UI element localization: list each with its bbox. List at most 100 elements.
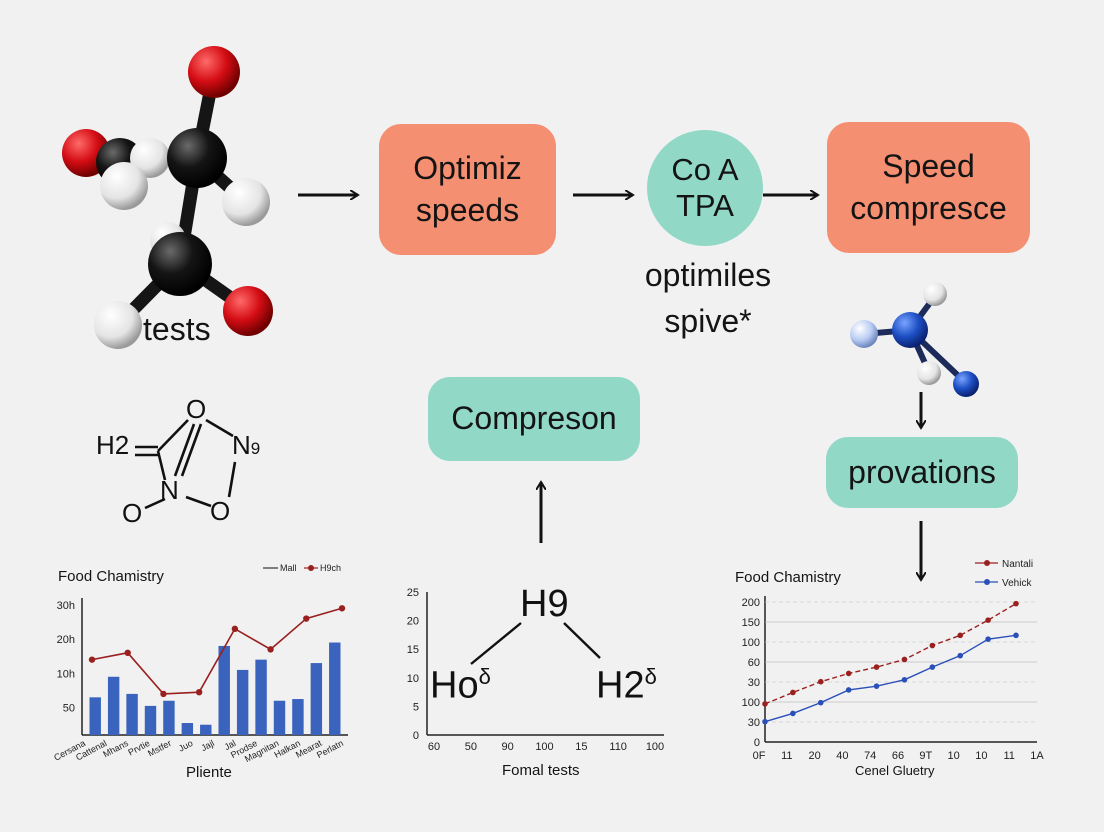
structure-2-left: Hoδ xyxy=(430,664,491,707)
bar-chart: 5010h20h30hCersanaCattenalMhansPrvtieMst… xyxy=(52,563,348,764)
bar-chart-line-point xyxy=(88,656,96,663)
bar-chart-line-series xyxy=(91,607,343,695)
bar-chart-x-tick-label: Mstfer xyxy=(146,738,173,759)
line-chart-point xyxy=(845,687,852,693)
bar-chart-x-tick-label: Jajl xyxy=(199,738,216,753)
line-chart-x-tick-label: 11 xyxy=(781,750,792,762)
bar-chart-y-tick-label: 20h xyxy=(57,634,75,646)
line-chart-legend-marker xyxy=(984,579,990,585)
line-chart-legend-label: Vehick xyxy=(1002,578,1032,589)
line-chart-point xyxy=(845,670,852,677)
middle-chart-x-tick-label: 60 xyxy=(428,741,440,753)
middle-chart-y-tick-label: 25 xyxy=(407,587,419,599)
optimize-speeds-box: Optimiz speeds xyxy=(379,124,556,255)
compression-label: Compreson xyxy=(451,400,617,437)
bar-chart-line-point xyxy=(124,649,131,656)
provations-box: provations xyxy=(826,437,1018,508)
bar-chart-legend-label: H9ch xyxy=(320,563,341,573)
speed-compress-label: Speed compresce xyxy=(850,147,1007,226)
molecule-model-2 xyxy=(850,282,979,397)
line-chart-x-tick-label: 40 xyxy=(836,750,848,762)
bar-chart-x-tick-label: Jal xyxy=(223,738,238,752)
circle-caption: optimiles spive* xyxy=(644,257,772,340)
bar-chart-title: Food Chamistry xyxy=(58,568,164,585)
line-chart-x-tick-label: 20 xyxy=(808,750,820,762)
optimize-speeds-label: Optimiz speeds xyxy=(413,149,522,228)
line-chart-point xyxy=(762,718,768,725)
molecule-model-1 xyxy=(62,46,273,349)
bar-chart-bar xyxy=(329,642,341,735)
structure-2-top: H9 xyxy=(520,583,569,625)
middle-chart-y-tick-label: 15 xyxy=(407,644,419,656)
bar-chart-bar xyxy=(200,724,212,735)
bar-chart-bar xyxy=(181,723,194,735)
line-chart-x-tick-label: 10 xyxy=(975,750,987,762)
line-chart-y-tick-label: 100 xyxy=(742,637,760,649)
structure-1-o-right: O xyxy=(210,496,231,526)
speed-compress-box: Speed compresce xyxy=(827,122,1030,253)
bar-chart-bar xyxy=(273,700,286,735)
structure-1-o-left: O xyxy=(122,498,143,528)
line-chart-y-tick-label: 30 xyxy=(748,717,760,729)
bar-chart-line-point xyxy=(231,625,239,633)
structure-1-o-top: O xyxy=(186,394,207,424)
line-chart-point xyxy=(929,664,936,670)
bar-chart-bar xyxy=(89,697,101,735)
structure-2-right: H2δ xyxy=(596,664,657,707)
bar-chart-line-point xyxy=(267,646,274,653)
line-chart-x-tick-label: 74 xyxy=(864,750,876,762)
line-chart-point xyxy=(985,617,991,623)
middle-chart-xlabel: Fomal tests xyxy=(502,762,580,779)
structure-1-bonds xyxy=(135,418,237,510)
compression-box: Compreson xyxy=(428,377,640,461)
structure-2-bonds xyxy=(470,622,601,665)
line-chart-point xyxy=(985,636,991,642)
line-chart-point xyxy=(790,710,796,717)
line-chart-point xyxy=(873,664,880,670)
bar-chart-bar xyxy=(310,663,323,735)
structure-1-n-right: N9 xyxy=(232,430,261,460)
bar-chart-legend-marker xyxy=(308,565,314,571)
middle-chart-x-tick-label: 15 xyxy=(575,741,587,753)
middle-chart-y-tick-label: 10 xyxy=(407,673,419,685)
tests-label: tests xyxy=(143,311,211,347)
middle-chart-x-tick-label: 100 xyxy=(646,741,664,753)
line-chart-x-tick-label: 0F xyxy=(753,750,766,762)
bar-chart-line-point xyxy=(303,615,310,622)
line-chart-series-line xyxy=(764,603,1017,705)
line-chart-point xyxy=(929,642,936,649)
provations-label: provations xyxy=(848,453,996,490)
bar-chart-line-point xyxy=(160,690,167,698)
line-chart-legend-label: Nantali xyxy=(1002,559,1033,570)
line-chart-x-tick-label: 10 xyxy=(947,750,959,762)
bar-chart-xlabel: Pliente xyxy=(186,764,232,781)
flow-arrows xyxy=(298,195,921,580)
structure-1-n-subscript: 9 xyxy=(250,439,261,458)
structure-2-left-sup: δ xyxy=(478,664,491,689)
line-chart-point xyxy=(1013,632,1019,639)
line-chart-y-tick-label: 30 xyxy=(748,677,760,689)
line-chart-x-tick-label: 11 xyxy=(1003,750,1014,762)
bar-chart-bar xyxy=(218,645,230,735)
structure-2-right-sup: δ xyxy=(644,664,657,689)
line-chart-point xyxy=(1013,600,1019,607)
line-chart-point xyxy=(817,678,824,685)
line-chart-point xyxy=(790,689,796,696)
bar-chart-x-tick-label: Juo xyxy=(177,738,195,754)
line-chart-y-tick-label: 200 xyxy=(742,597,760,609)
bar-chart-bar xyxy=(255,659,267,735)
middle-chart-x-tick-label: 90 xyxy=(502,741,514,753)
line-chart-point xyxy=(901,656,908,663)
bar-chart-bar xyxy=(107,676,120,735)
line-chart-title: Food Chamistry xyxy=(735,569,841,586)
line-chart-point xyxy=(957,652,964,659)
line-chart-x-tick-label: 66 xyxy=(892,750,904,762)
middle-chart-x-tick-label: 100 xyxy=(535,741,553,753)
middle-chart-y-tick-label: 20 xyxy=(407,616,419,628)
line-chart-y-tick-label: 150 xyxy=(742,617,760,629)
line-chart-point xyxy=(762,701,768,707)
